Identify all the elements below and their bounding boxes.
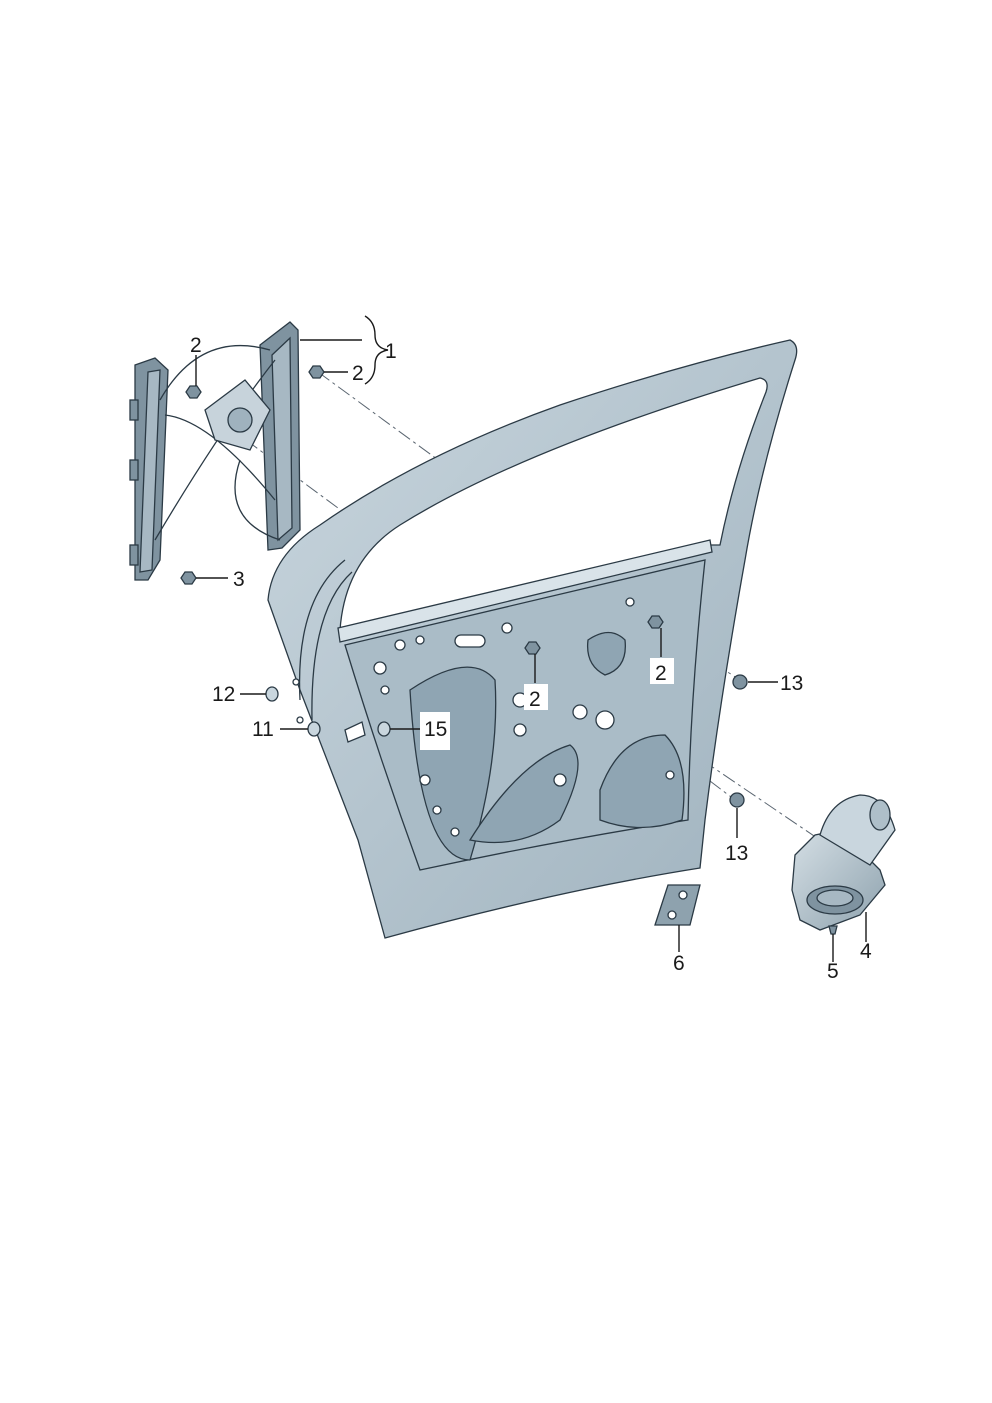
callout-labels: 1 2 2 3 2 2 13 13 12 11 15 4 5 6	[190, 334, 872, 983]
callout-2-door-center[interactable]: 2	[529, 688, 541, 711]
hex-nut-icon	[524, 641, 541, 655]
callout-1[interactable]: 1	[385, 340, 397, 363]
callout-13-lower[interactable]: 13	[725, 842, 748, 865]
callout-12[interactable]: 12	[212, 683, 235, 706]
plug-icon	[265, 686, 279, 702]
hex-nut-icon	[308, 365, 325, 379]
window-motor	[791, 794, 896, 931]
callout-6[interactable]: 6	[673, 952, 685, 975]
callout-4[interactable]: 4	[860, 940, 872, 963]
screw-icon	[828, 925, 838, 935]
plug-icon	[377, 721, 391, 737]
callout-13-upper[interactable]: 13	[780, 672, 803, 695]
window-regulator	[129, 321, 301, 581]
callout-2-door-right[interactable]: 2	[655, 662, 667, 685]
callout-11[interactable]: 11	[252, 718, 274, 741]
leader-lines	[195, 315, 867, 962]
callout-3[interactable]: 3	[233, 568, 245, 591]
washer-icon	[732, 674, 748, 690]
hex-nut-icon	[185, 385, 202, 399]
fasteners	[180, 365, 838, 935]
hex-nut-icon	[647, 615, 664, 629]
callout-5[interactable]: 5	[827, 960, 839, 983]
plug-icon	[307, 721, 321, 737]
washer-icon	[729, 792, 745, 808]
callout-2-top-right[interactable]: 2	[352, 362, 364, 385]
hex-nut-icon	[180, 571, 197, 585]
mounting-plate	[654, 884, 701, 926]
door-shell	[267, 339, 798, 939]
callout-2-top-left[interactable]: 2	[190, 334, 202, 357]
callout-15[interactable]: 15	[424, 718, 447, 741]
